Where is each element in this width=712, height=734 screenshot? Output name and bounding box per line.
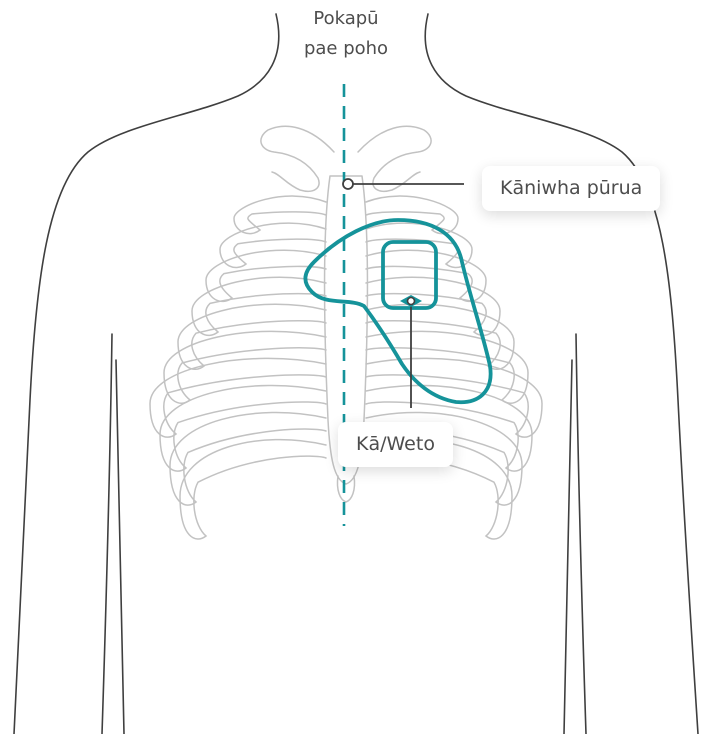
torso-outline — [14, 14, 698, 734]
midline-label-line-2: pae poho — [272, 34, 420, 64]
sternum-marker — [343, 179, 353, 189]
button-marker — [408, 298, 415, 305]
rib-left-1 — [234, 196, 326, 234]
midline-label-line-1: Pokapū — [272, 4, 420, 34]
torso-left-outline — [14, 14, 279, 734]
ribs-left — [150, 196, 326, 539]
rib-right-1 — [366, 196, 458, 234]
rib-left-10 — [180, 440, 326, 539]
rib-left-2 — [220, 223, 326, 267]
torso-right-outline — [425, 14, 698, 734]
right-arm-line — [576, 334, 586, 734]
clavicle-left — [261, 126, 334, 191]
clavicle-right — [358, 126, 431, 191]
sternum-label: Kāniwha pūrua — [482, 166, 660, 211]
left-arm-line — [102, 334, 112, 734]
left-arm-line-inner — [116, 360, 124, 734]
ribs-right — [366, 196, 542, 539]
right-arm-line-inner — [564, 360, 572, 734]
midline-label: Pokapū pae poho — [272, 4, 420, 64]
rib-left-9 — [170, 413, 326, 506]
power-button-label: Kā/Weto — [338, 422, 453, 467]
